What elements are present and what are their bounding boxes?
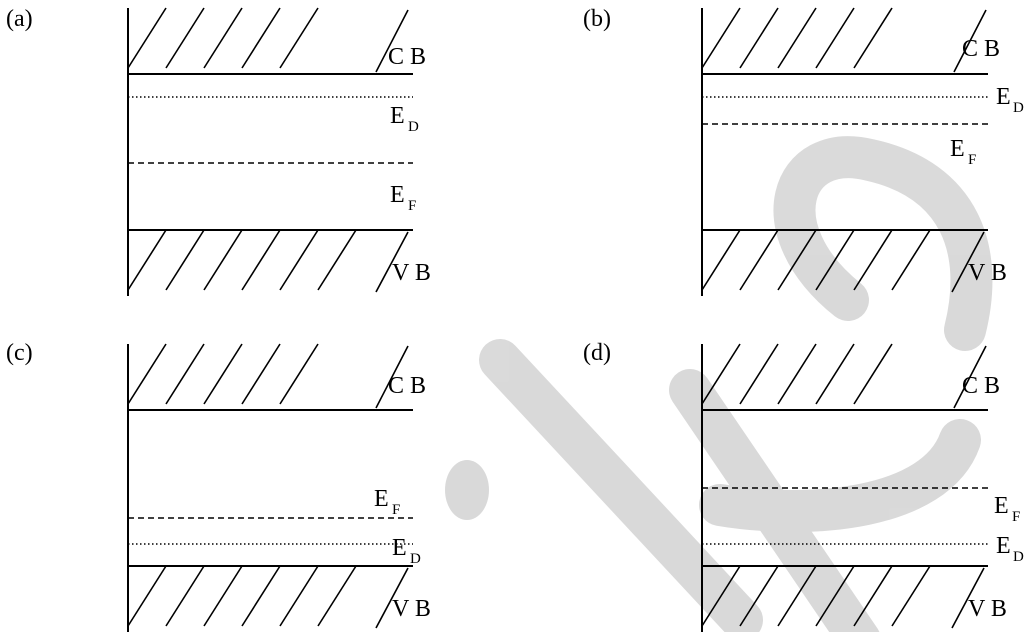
panel-a-ef-symbol: E bbox=[390, 182, 405, 208]
panel-a-ef-subscript: F bbox=[408, 198, 416, 214]
panel-b-cb-hatching bbox=[701, 7, 987, 73]
panel-d-cb-label: C B bbox=[962, 373, 1000, 399]
panel-c-tag: (c) bbox=[6, 340, 33, 366]
panel-c-ef-subscript: F bbox=[392, 502, 400, 518]
panel-d-cb-hatching bbox=[701, 343, 987, 409]
panel-b-ed-subscript: D bbox=[1013, 100, 1024, 116]
panel-d-ef-symbol: E bbox=[994, 493, 1009, 519]
panel-d: (d) C B E F E D V B bbox=[583, 340, 1024, 632]
panel-a: (a) C B E D E F V B bbox=[6, 6, 431, 296]
panel-d-vb-hatching bbox=[701, 565, 985, 629]
panel-c-cb-label: C B bbox=[388, 373, 426, 399]
panel-b-tag: (b) bbox=[583, 6, 611, 32]
panel-d-ed-symbol: E bbox=[996, 533, 1011, 559]
panel-a-tag: (a) bbox=[6, 6, 33, 32]
panel-c-cb-hatching bbox=[127, 343, 409, 409]
panel-b-vb-label: V B bbox=[968, 260, 1007, 286]
panel-c-vb-label: V B bbox=[392, 596, 431, 622]
panel-a-cb-label: C B bbox=[388, 44, 426, 70]
panel-c-ef-symbol: E bbox=[374, 486, 389, 512]
panel-d-ed-subscript: D bbox=[1013, 549, 1024, 565]
panel-a-ed-subscript: D bbox=[408, 119, 419, 135]
panel-d-vb-label: V B bbox=[968, 596, 1007, 622]
panel-a-vb-hatching bbox=[127, 229, 409, 293]
panel-b-cb-label: C B bbox=[962, 36, 1000, 62]
panel-b-vb-hatching bbox=[701, 229, 985, 293]
panel-c: (c) C B E F E D V B bbox=[6, 340, 431, 632]
panel-a-ed-symbol: E bbox=[390, 103, 405, 129]
panel-b-ef-subscript: F bbox=[968, 152, 976, 168]
panel-c-ed-subscript: D bbox=[410, 551, 421, 567]
panel-d-tag: (d) bbox=[583, 340, 611, 366]
panel-b: (b) C B E D E F V B bbox=[583, 6, 1024, 296]
panel-b-ed-symbol: E bbox=[996, 84, 1011, 110]
panel-c-ed-symbol: E bbox=[392, 535, 407, 561]
panel-a-vb-label: V B bbox=[392, 260, 431, 286]
panel-b-ef-symbol: E bbox=[950, 136, 965, 162]
panel-d-ef-subscript: F bbox=[1012, 509, 1020, 525]
panel-a-cb-hatching bbox=[127, 7, 409, 73]
panel-c-vb-hatching bbox=[127, 565, 409, 629]
